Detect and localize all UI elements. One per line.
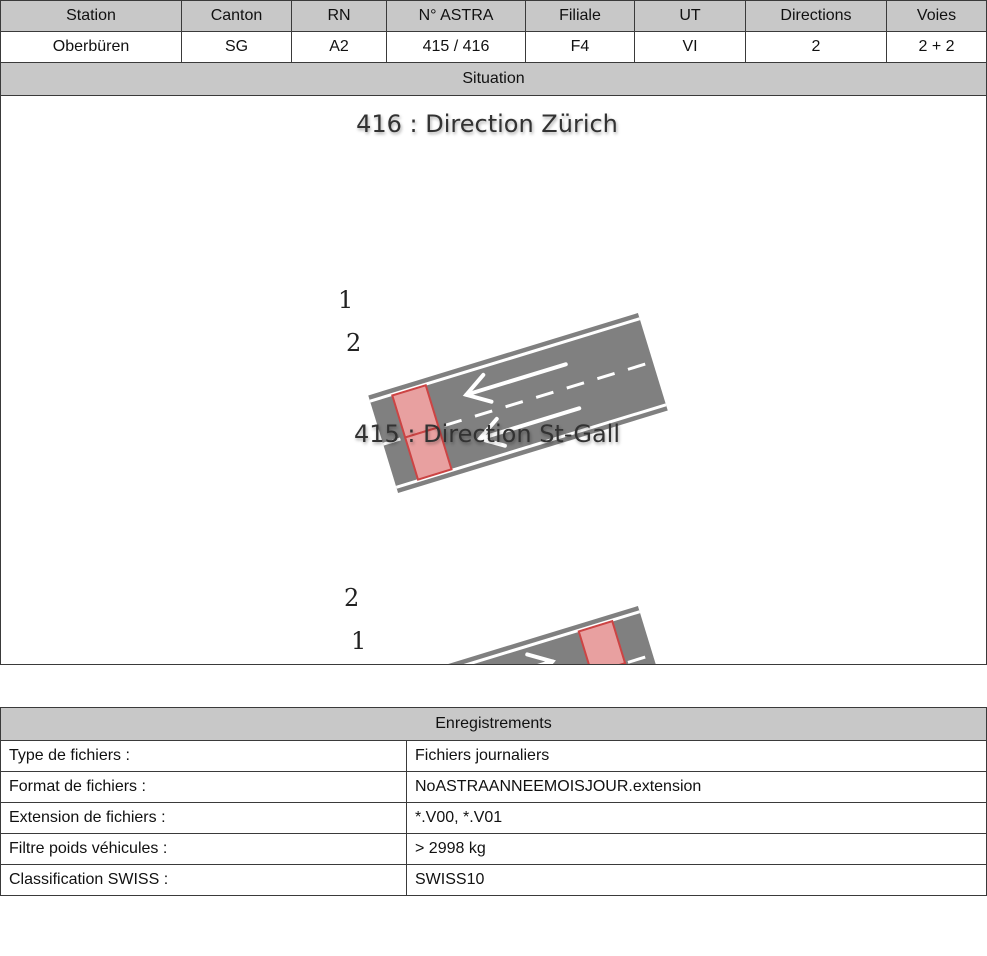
table-row: Extension de fichiers : *.V00, *.V01 bbox=[0, 802, 987, 834]
row-label: Extension de fichiers : bbox=[0, 802, 407, 834]
col-directions-header: Directions bbox=[745, 0, 887, 32]
enregistrements-band: Enregistrements bbox=[0, 707, 987, 741]
situation-diagram: 416 : Direction Zürich bbox=[2, 97, 986, 664]
station-value: Oberbüren bbox=[0, 31, 182, 63]
col-ut-header: UT bbox=[634, 0, 746, 32]
enregistrements-title: Enregistrements bbox=[0, 707, 987, 741]
row-value: Fichiers journaliers bbox=[406, 740, 987, 772]
col-rn-header: RN bbox=[291, 0, 387, 32]
detector-lane-2 bbox=[403, 426, 453, 481]
direction-st-gall-label: 415 : Direction St-Gall bbox=[354, 420, 620, 448]
lane-1-number: 1 bbox=[338, 286, 353, 314]
row-label: Format de fichiers : bbox=[0, 771, 407, 803]
col-filiale-header: Filiale bbox=[525, 0, 635, 32]
filiale-value: F4 bbox=[525, 31, 635, 63]
station-sheet: Station Canton RN N° ASTRA Filiale UT Di… bbox=[0, 0, 987, 665]
col-station-header: Station bbox=[0, 0, 182, 32]
row-value: SWISS10 bbox=[406, 864, 987, 896]
situation-title: Situation bbox=[0, 62, 987, 96]
header-row: Station Canton RN N° ASTRA Filiale UT Di… bbox=[0, 0, 987, 32]
detector-lane-2 bbox=[577, 619, 627, 664]
row-value: NoASTRAANNEEMOISJOUR.extension bbox=[406, 771, 987, 803]
values-row: Oberbüren SG A2 415 / 416 F4 VI 2 2 + 2 bbox=[0, 31, 987, 63]
row-value: > 2998 kg bbox=[406, 833, 987, 865]
table-row: Type de fichiers : Fichiers journaliers bbox=[0, 740, 987, 772]
row-value: *.V00, *.V01 bbox=[406, 802, 987, 834]
lane-2-number: 2 bbox=[346, 329, 361, 357]
table-row: Classification SWISS : SWISS10 bbox=[0, 864, 987, 896]
situation-band: Situation bbox=[0, 62, 987, 96]
lane-1-number: 1 bbox=[351, 627, 366, 655]
lane-diagram-svg: 416 : Direction Zürich bbox=[338, 110, 668, 664]
table-row: Filtre poids véhicules : > 2998 kg bbox=[0, 833, 987, 865]
direction-zurich-label: 416 : Direction Zürich bbox=[356, 110, 618, 138]
row-label: Filtre poids véhicules : bbox=[0, 833, 407, 865]
row-label: Type de fichiers : bbox=[0, 740, 407, 772]
col-voies-header: Voies bbox=[886, 0, 987, 32]
road-zurich bbox=[368, 313, 668, 493]
table-row: Format de fichiers : NoASTRAANNEEMOISJOU… bbox=[0, 771, 987, 803]
road-st-gall bbox=[368, 606, 668, 664]
lane-2-number: 2 bbox=[344, 584, 359, 612]
voies-value: 2 + 2 bbox=[886, 31, 987, 63]
col-canton-header: Canton bbox=[181, 0, 292, 32]
astra-value: 415 / 416 bbox=[386, 31, 526, 63]
directions-value: 2 bbox=[745, 31, 887, 63]
arrow-right-icon bbox=[449, 652, 556, 664]
col-astra-header: N° ASTRA bbox=[386, 0, 526, 32]
rn-value: A2 bbox=[291, 31, 387, 63]
situation-diagram-row: 416 : Direction Zürich bbox=[0, 95, 987, 665]
canton-value: SG bbox=[181, 31, 292, 63]
row-label: Classification SWISS : bbox=[0, 864, 407, 896]
ut-value: VI bbox=[634, 31, 746, 63]
enregistrements-table: Enregistrements Type de fichiers : Fichi… bbox=[0, 707, 987, 896]
arrow-left-icon bbox=[462, 362, 582, 448]
